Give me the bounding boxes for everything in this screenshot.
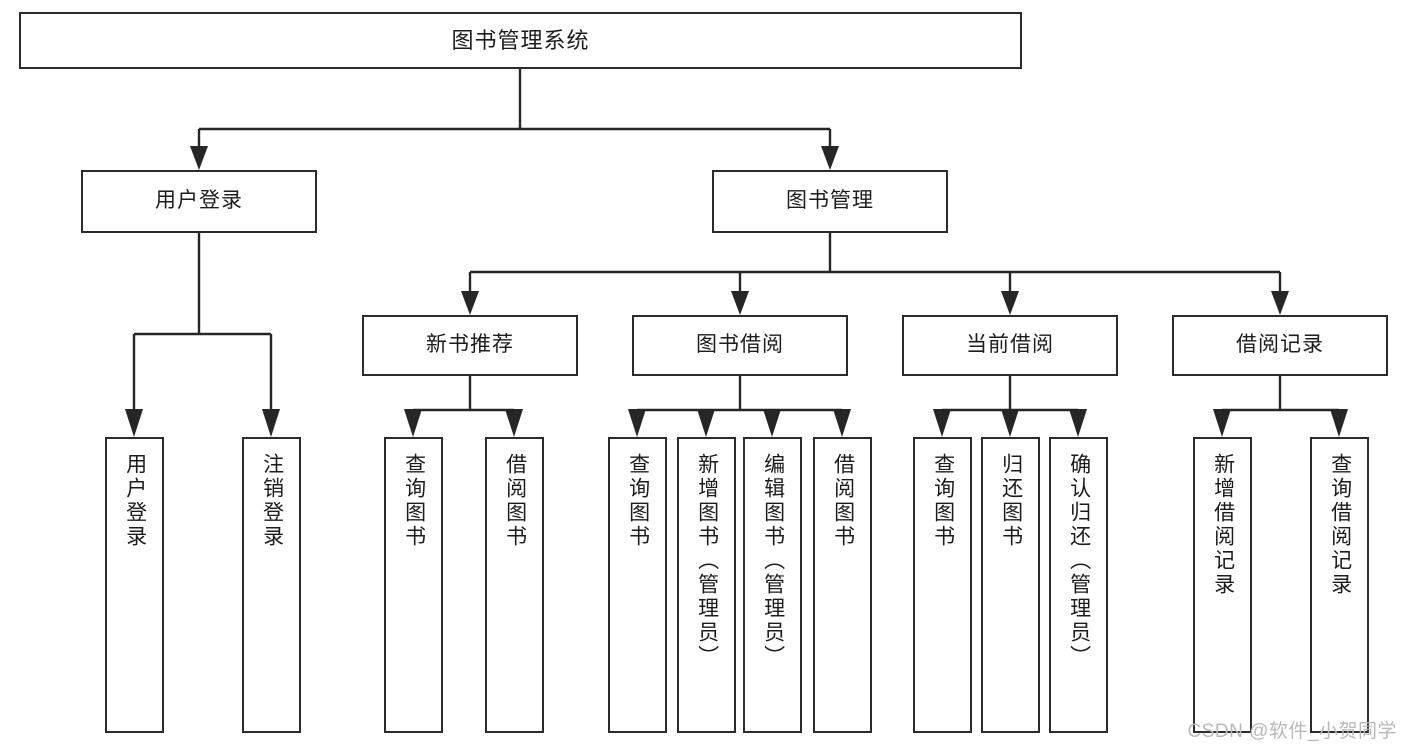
node-label: 借阅记录: [1236, 333, 1324, 357]
edge-new-book-children: [404, 376, 523, 437]
node-label: 注销登录: [260, 453, 284, 549]
node-borrow-record[interactable]: 借阅记录: [1172, 315, 1388, 376]
edge-current-borrow-children: [933, 376, 1087, 437]
node-label: 用户登录: [123, 453, 147, 549]
node-label: 图书管理: [786, 189, 874, 213]
edge-borrow-record-children: [1213, 376, 1348, 437]
node-label: 图书借阅: [696, 333, 784, 357]
leaf-record-add-record[interactable]: 新增借阅记录: [1193, 437, 1252, 733]
leaf-new-book-query[interactable]: 查询图书: [384, 437, 443, 733]
node-label: 新书推荐: [426, 333, 514, 357]
leaf-borrow-edit-book-admin[interactable]: 编辑图书（管理员）: [743, 437, 802, 733]
watermark-text: CSDN @软件_小贺同学: [1187, 721, 1397, 742]
edge-borrow-book-children: [628, 376, 851, 437]
leaf-new-book-borrow[interactable]: 借阅图书: [485, 437, 544, 733]
node-current-borrow[interactable]: 当前借阅: [902, 315, 1118, 376]
node-user-login[interactable]: 用户登录: [81, 170, 317, 233]
leaf-borrow-add-book-admin[interactable]: 新增图书（管理员）: [677, 437, 736, 733]
node-label: 归还图书: [999, 453, 1023, 549]
node-label: 新增图书（管理员）: [695, 453, 719, 669]
leaf-record-query-record[interactable]: 查询借阅记录: [1310, 437, 1369, 733]
leaf-user-login-login[interactable]: 用户登录: [105, 437, 164, 733]
node-label: 图书管理系统: [451, 27, 590, 53]
node-label: 查询借阅记录: [1328, 453, 1352, 597]
edge-book-mgmt-children: [461, 233, 1289, 315]
node-label: 查询图书: [626, 453, 650, 549]
node-label: 借阅图书: [503, 453, 527, 549]
node-label: 新增借阅记录: [1211, 453, 1235, 597]
node-book-borrow[interactable]: 图书借阅: [632, 315, 848, 376]
node-label: 编辑图书（管理员）: [761, 453, 785, 669]
leaf-borrow-query-book[interactable]: 查询图书: [608, 437, 667, 733]
node-label: 确认归还（管理员）: [1067, 453, 1091, 669]
node-label: 查询图书: [931, 453, 955, 549]
node-book-management[interactable]: 图书管理: [712, 170, 948, 233]
leaf-user-login-logout[interactable]: 注销登录: [242, 437, 301, 733]
node-label: 借阅图书: [831, 453, 855, 549]
edge-root-stem: [190, 69, 839, 170]
leaf-current-confirm-return-admin[interactable]: 确认归还（管理员）: [1049, 437, 1108, 733]
node-label: 用户登录: [155, 189, 243, 213]
leaf-current-query-book[interactable]: 查询图书: [913, 437, 972, 733]
edge-user-login-children: [125, 233, 280, 437]
leaf-current-return-book[interactable]: 归还图书: [981, 437, 1040, 733]
node-new-book-recommend[interactable]: 新书推荐: [362, 315, 578, 376]
node-root-system[interactable]: 图书管理系统: [19, 12, 1022, 69]
node-label: 当前借阅: [966, 333, 1054, 357]
node-label: 查询图书: [402, 453, 426, 549]
leaf-borrow-borrow-book[interactable]: 借阅图书: [813, 437, 872, 733]
